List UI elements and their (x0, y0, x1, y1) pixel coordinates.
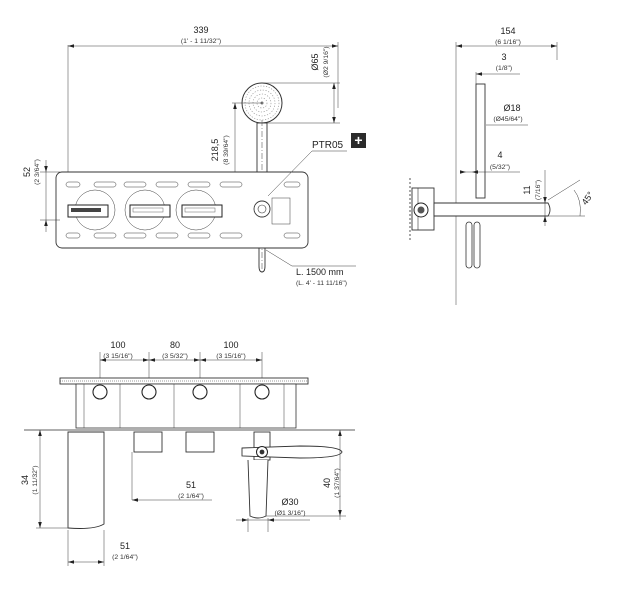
plus-glyph: + (354, 132, 362, 148)
spacing-right-dimension: 100 (223, 340, 238, 350)
gap-dimension: 4 (497, 150, 502, 160)
spacing-right-imperial: (3 15/16") (216, 353, 246, 360)
spout-height-imperial: (7/16") (535, 180, 542, 200)
spacing-left-imperial: (3 15/16") (103, 353, 133, 360)
head-height-imperial: (8 39/64") (223, 135, 230, 165)
hose-length-label: L. 1500 mm (296, 267, 344, 277)
hose-length-imperial: (L. 4' - 11 11/16") (296, 280, 347, 287)
depth-dimension: 154 (500, 26, 515, 36)
head-diameter-dimension: Ø65 (310, 53, 320, 70)
wall-offset-dimension: 3 (501, 52, 506, 62)
width-dimension-imperial: (1' - 1 11/32") (181, 38, 221, 45)
angle-label: 45° (580, 190, 596, 207)
spacing-left-dimension: 100 (110, 340, 125, 350)
left-handle-front (133, 431, 163, 453)
right-handle-front (185, 431, 215, 453)
spout-depth-imperial: (1 11/32") (32, 465, 39, 494)
side-view: 154 (6 1/16") 3 (1/8") Ø18 (Ø45/64") 4 (… (409, 26, 596, 305)
handle-diameter-dimension: Ø18 (503, 103, 520, 113)
spout-side (433, 202, 551, 217)
width-dimension: 339 (193, 25, 208, 35)
handle-diameter-imperial: (Ø45/64") (493, 116, 522, 123)
gap-imperial: (5/32") (490, 164, 510, 171)
handle-depth-dimension: 51 (186, 480, 196, 490)
holder-diameter-dimension: Ø30 (281, 497, 298, 507)
accessory-code-label: PTR05 (312, 140, 344, 151)
plate-height-imperial: (2 3/64") (34, 159, 41, 185)
depth-dimension-imperial: (6 1/16") (495, 39, 521, 46)
spacing-mid-imperial: (3 5/32") (162, 353, 188, 360)
holder-depth-dimension: 40 (322, 478, 332, 488)
spout-width-dimension: 51 (120, 541, 130, 551)
bottom-view: 100 (3 15/16") 80 (3 5/32") 100 (3 15/16… (20, 340, 355, 566)
plate-height-dimension: 52 (22, 167, 32, 177)
built-in-body-plate (55, 171, 309, 249)
head-diameter-imperial: (Ø2 9/16") (323, 46, 330, 77)
spout-width-imperial: (2 1/64") (112, 554, 138, 561)
top-view: 339 (1' - 1 11/32") Ø65 (Ø2 9/16") 218,5 (22, 25, 366, 287)
hand-shower-side (475, 83, 486, 199)
spout-depth-dimension: 34 (20, 475, 30, 485)
handle-depth-imperial: (2 1/64") (178, 493, 204, 500)
holder-depth-imperial: (1 37/64") (334, 468, 341, 498)
head-height-dimension: 218,5 (210, 139, 220, 162)
plus-icon (351, 133, 366, 148)
spout-front (67, 431, 105, 529)
spacing-mid-dimension: 80 (170, 340, 180, 350)
holder-diameter-imperial: (Ø1 3/16") (274, 510, 305, 517)
wall-offset-imperial: (1/8") (496, 65, 512, 72)
spout-height-dimension: 11 (522, 185, 532, 194)
